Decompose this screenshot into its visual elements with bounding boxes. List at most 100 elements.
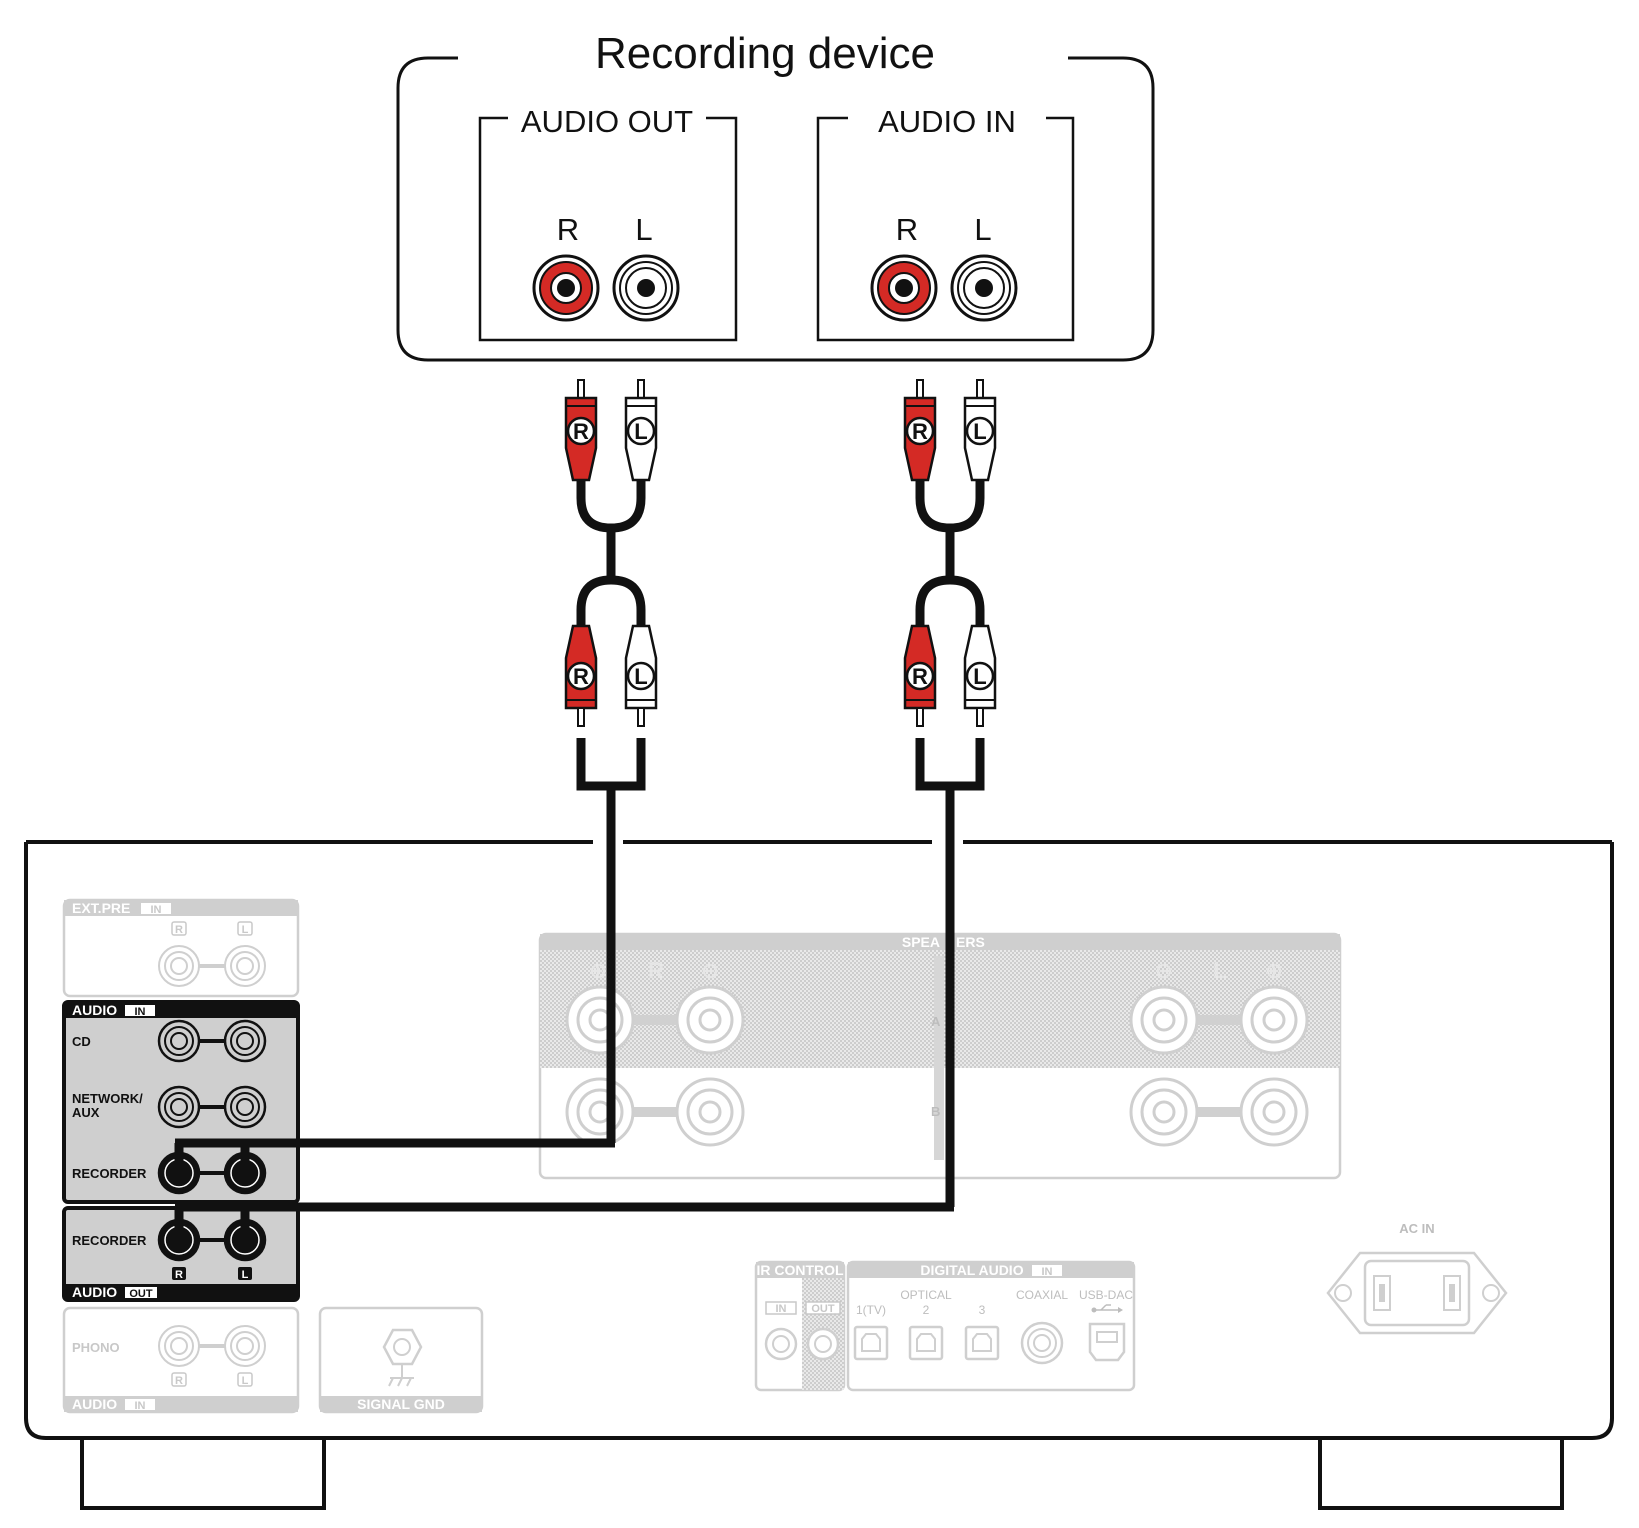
audio-in-r-label: R	[896, 212, 918, 247]
signal-gnd-label: SIGNAL GND	[357, 1396, 445, 1412]
audio-in-panel: AUDIO IN CD NETWORK/ AUX	[62, 1000, 300, 1204]
optical-2-label: 2	[923, 1303, 930, 1317]
network-r-jack[interactable]	[157, 1085, 201, 1129]
ir-in-jack[interactable]	[764, 1327, 798, 1361]
speaker-terminal-a-r-plus[interactable]	[565, 985, 635, 1055]
plug-bottom-right-r-label: R	[912, 664, 928, 689]
digital-audio-section: DIGITAL AUDIO IN OPTICAL COAXIAL USB-DAC…	[846, 1260, 1136, 1392]
optical-1-label: 1(TV)	[856, 1303, 886, 1317]
ext-pre-l-jack[interactable]	[224, 945, 266, 987]
device-title: Recording device	[595, 29, 935, 78]
audio-in-l-jack[interactable]	[950, 254, 1018, 322]
audio-in-panel-label: AUDIO	[72, 1002, 117, 1018]
plug-bottom-left-r[interactable]: R	[564, 624, 598, 727]
recorder-out-label: RECORDER	[72, 1233, 147, 1248]
audio-out-group: AUDIO OUT R L	[478, 104, 738, 342]
cd-r-jack[interactable]	[157, 1019, 201, 1063]
audio-in-panel-tag: IN	[135, 1006, 146, 1018]
speaker-terminal-a-l-plus[interactable]	[1239, 985, 1309, 1055]
speaker-terminal-b-l-minus[interactable]	[1129, 1077, 1199, 1147]
audio-out-l-jack[interactable]	[612, 254, 680, 322]
ir-out-jack[interactable]	[806, 1327, 840, 1361]
phono-r: R	[175, 1375, 183, 1387]
cd-l-jack[interactable]	[223, 1019, 267, 1063]
plug-top-left-r-label: R	[573, 419, 589, 444]
audio-out-l-label: L	[635, 212, 652, 247]
spk-l-minus: ⊖	[1155, 958, 1173, 983]
phono-l-jack[interactable]	[224, 1325, 266, 1367]
network-label: NETWORK/	[72, 1091, 143, 1106]
speakers-b-tag: B	[931, 1104, 940, 1119]
audio-out-panel-label: AUDIO	[72, 1284, 117, 1300]
speakers-label-right: ERS	[956, 934, 985, 950]
speaker-terminal-b-r-minus[interactable]	[675, 1077, 745, 1147]
recording-device: Recording device AUDIO OUT R L AUDI	[396, 29, 1155, 362]
phono-audio-label: AUDIO	[72, 1396, 117, 1412]
recorder-in-label: RECORDER	[72, 1166, 147, 1181]
plug-top-right-r-label: R	[912, 419, 928, 444]
speaker-terminal-a-r-minus[interactable]	[675, 985, 745, 1055]
plug-bottom-right-r[interactable]: R	[903, 624, 937, 727]
network-l-jack[interactable]	[223, 1085, 267, 1129]
plug-top-left-r[interactable]: R	[564, 379, 598, 482]
ac-in-section: AC IN	[1326, 1221, 1508, 1335]
audio-in-group: AUDIO IN R L	[816, 104, 1075, 342]
cable-recorder-out	[174, 452, 985, 1240]
plug-top-right-l-label: L	[973, 419, 986, 444]
ground-terminal-icon[interactable]	[382, 1328, 423, 1387]
ir-control-section: IR CONTROL IN OUT	[754, 1260, 846, 1392]
recorder-out-r-tag: R	[175, 1269, 183, 1281]
plug-top-right-l[interactable]: L	[963, 379, 997, 482]
optical-label: OPTICAL	[900, 1288, 952, 1302]
ext-pre-l: L	[242, 924, 249, 936]
ext-pre-r-jack[interactable]	[158, 945, 200, 987]
spk-r-label: R	[648, 958, 664, 983]
phono-l: L	[242, 1375, 249, 1387]
ir-out-tag: OUT	[811, 1303, 835, 1315]
phono-r-jack[interactable]	[158, 1325, 200, 1367]
usb-icon	[1091, 1304, 1123, 1313]
ext-pre-label: EXT.PRE	[72, 900, 130, 916]
usb-dac-label: USB-DAC	[1079, 1288, 1133, 1302]
ir-in-tag: IN	[776, 1303, 787, 1315]
left-foot	[80, 1440, 326, 1510]
digital-audio-in-tag: IN	[1042, 1266, 1053, 1278]
amplifier-rear-panel: EXT.PRE IN R L AUDIO IN	[24, 840, 1614, 1510]
plug-top-left-l[interactable]: L	[624, 379, 658, 482]
audio-out-r-jack[interactable]	[532, 254, 600, 322]
speaker-terminal-b-l-plus[interactable]	[1239, 1077, 1309, 1147]
plug-top-left-l-label: L	[634, 419, 647, 444]
speaker-terminal-a-l-minus[interactable]	[1129, 985, 1199, 1055]
usb-dac-jack[interactable]	[1088, 1322, 1126, 1362]
plug-top-right-r[interactable]: R	[903, 379, 937, 482]
plug-bottom-left-l[interactable]: L	[624, 624, 658, 727]
recorder-out-l-tag: L	[242, 1269, 249, 1281]
digital-audio-label: DIGITAL AUDIO	[920, 1262, 1023, 1278]
optical-3-jack[interactable]	[964, 1325, 1000, 1361]
right-foot	[1318, 1440, 1564, 1510]
plug-bottom-right-l[interactable]: L	[963, 624, 997, 727]
spk-r-plus: ⊕	[589, 958, 607, 983]
plug-bottom-left-l-label: L	[634, 664, 647, 689]
ac-inlet[interactable]	[1326, 1251, 1508, 1335]
plug-bottom-left-r-label: R	[573, 664, 589, 689]
speakers-a-tag: A	[931, 1014, 941, 1029]
audio-out-label: AUDIO OUT	[521, 104, 693, 139]
audio-out-panel: AUDIO OUT RECORDER R L	[62, 1206, 300, 1302]
coaxial-label: COAXIAL	[1016, 1288, 1068, 1302]
optical-2-jack[interactable]	[908, 1325, 944, 1361]
spk-l-plus: ⊕	[1265, 958, 1283, 983]
speaker-terminal-b-r-plus[interactable]	[565, 1077, 635, 1147]
signal-gnd-section: SIGNAL GND	[318, 1306, 484, 1414]
spk-r-minus: ⊖	[701, 958, 719, 983]
optical-1-jack[interactable]	[853, 1325, 889, 1361]
ext-pre-r: R	[175, 924, 183, 936]
coaxial-jack[interactable]	[1020, 1321, 1064, 1365]
phono-section: PHONO AUDIO IN R L	[62, 1306, 300, 1414]
audio-in-l-label: L	[974, 212, 991, 247]
aux-label: AUX	[72, 1105, 100, 1120]
cable-recorder-in	[174, 452, 646, 1173]
audio-in-r-jack[interactable]	[870, 254, 938, 322]
phono-in-tag: IN	[135, 1400, 146, 1412]
